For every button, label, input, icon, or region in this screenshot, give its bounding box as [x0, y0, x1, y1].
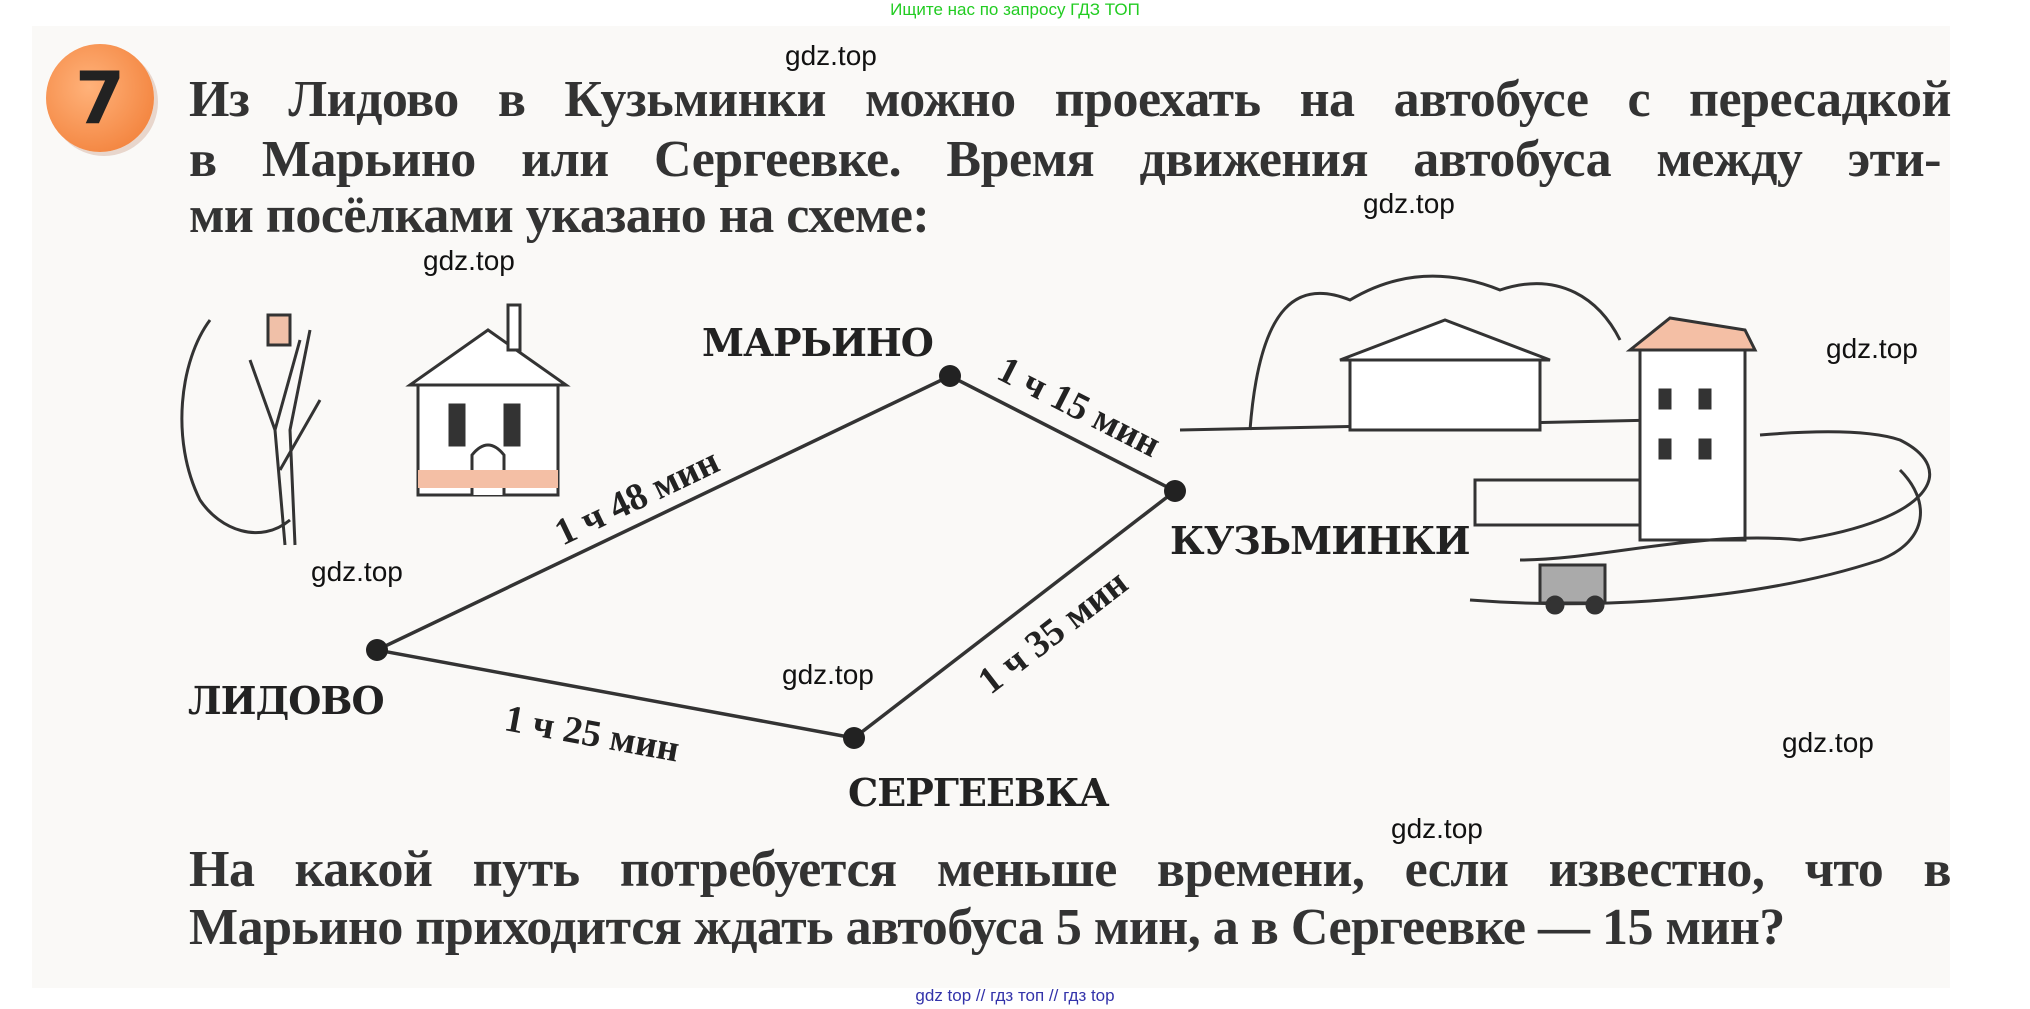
textbook-page [32, 26, 1950, 988]
node-maryino [939, 365, 961, 387]
church-illustration [405, 303, 571, 497]
footer-links[interactable]: gdz top // гдз топ // гдз top [915, 986, 1115, 1005]
place-label-sergeevka: СЕРГЕЕВКА [848, 770, 1110, 815]
problem-line-2: в Марьино или Сергеевке. Время движения … [189, 131, 1942, 188]
task-number-badge: 7 [46, 44, 154, 152]
node-kuzminki [1164, 480, 1186, 502]
place-label-maryino: МАРЬИНО [702, 320, 934, 365]
watermark: gdz.top [1826, 333, 1918, 364]
node-sergeevka [843, 727, 865, 749]
watermark: gdz.top [782, 659, 874, 690]
question-line-2: Марьино приходится ждать автобуса 5 мин,… [189, 899, 1785, 956]
problem-line-1: Из Лидово в Кузьминки можно проехать на … [189, 71, 1952, 128]
route-maryino-kuzminki [949, 374, 1176, 493]
watermark: gdz.top [1391, 813, 1483, 844]
route-lidovo-sergeevka [376, 648, 855, 740]
watermark: gdz.top [311, 556, 403, 587]
route-lidovo-maryino [376, 374, 951, 652]
watermark: gdz.top [423, 245, 515, 276]
place-label-lidovo: ЛИДОВО [188, 678, 385, 723]
search-banner[interactable]: Ищите нас по запросу ГДЗ ТОП [890, 0, 1140, 19]
place-label-kuzminki: КУЗЬМИНКИ [1170, 518, 1471, 563]
question-line-1: На какой путь потребуется меньше времени… [189, 841, 1952, 898]
tree-illustration [180, 313, 322, 546]
node-lidovo [366, 639, 388, 661]
watermark: gdz.top [1782, 727, 1874, 758]
problem-line-3: ми посёлками указано на схеме: [189, 187, 930, 244]
watermark: gdz.top [1363, 188, 1455, 219]
route-sergeevka-kuzminki [852, 489, 1177, 740]
estate-illustration [1179, 274, 1931, 615]
watermark: gdz.top [785, 40, 877, 71]
